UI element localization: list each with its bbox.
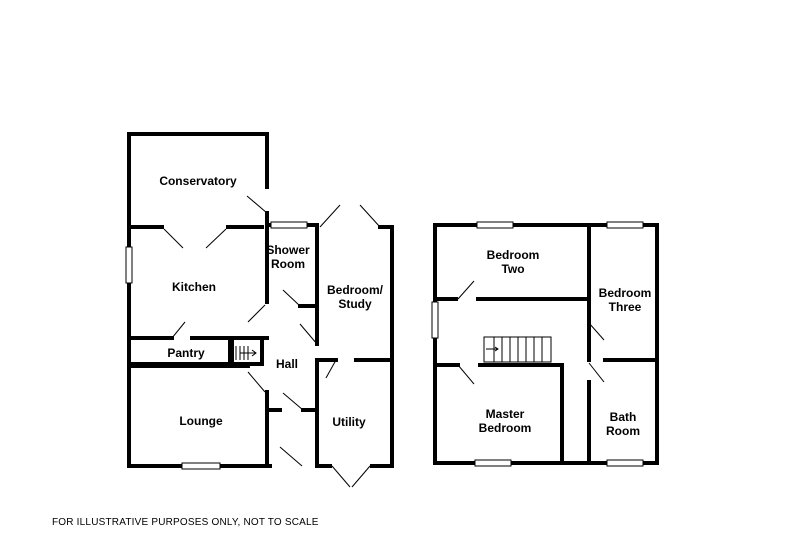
bedroom-two-label-line2: Two (501, 262, 524, 276)
conservatory-door (246, 195, 268, 214)
bedroom-study-right-wall (370, 225, 394, 468)
first-floor-outer-walls (433, 223, 659, 465)
lounge-label: Lounge (179, 414, 223, 428)
first-floor: Bedroom Two Bedroom Three Master Bedroom… (431, 221, 659, 467)
pantry-label: Pantry (167, 346, 205, 360)
master-bedroom-door (457, 364, 475, 385)
bedroom-study-door-top-right (359, 204, 381, 228)
kitchen-window (125, 246, 133, 284)
shower-room-label-line2: Room (271, 257, 305, 271)
utility-back-door-right (351, 465, 371, 488)
hall-door-b (282, 392, 304, 411)
master-bedroom-label-line1: Master (486, 407, 525, 421)
hall-door-a (247, 304, 266, 323)
bedroom-study-label-line2: Study (338, 297, 372, 311)
landing-stairs-icon (483, 336, 552, 363)
lounge-door (247, 371, 266, 393)
bath-room-label-line1: Bath (610, 410, 637, 424)
front-door (279, 446, 303, 467)
disclaimer-text: FOR ILLUSTRATIVE PURPOSES ONLY, NOT TO S… (52, 517, 319, 528)
shower-room-window (270, 221, 308, 229)
kitchen-door-right (205, 228, 227, 249)
bedroom-two-label-line1: Bedroom (487, 248, 540, 262)
conservatory-label: Conservatory (159, 174, 237, 188)
utility-back-door-left (331, 465, 351, 488)
utility-left-wall (315, 358, 332, 468)
kitchen-hall-door (171, 321, 186, 339)
utility-door (325, 359, 337, 379)
bath-room-label-line2: Room (606, 424, 640, 438)
hall-label: Hall (276, 357, 298, 371)
bedroom-three-label-line1: Bedroom (599, 286, 652, 300)
bedroom-two-window (476, 221, 514, 229)
kitchen-label: Kitchen (172, 280, 216, 294)
bedroom-two-door (457, 280, 475, 300)
bedroom-three-window (606, 221, 644, 229)
lounge-window (181, 462, 221, 470)
bedroom-study-door (299, 323, 318, 345)
stairs-icon (235, 346, 257, 360)
bath-room-door (588, 362, 605, 383)
bedroom-study-door-top-left (319, 204, 341, 228)
master-bedroom-label-line2: Bedroom (479, 421, 532, 435)
landing-window (431, 301, 439, 339)
shower-room-label-line1: Shower (266, 243, 310, 257)
bath-room-window (606, 459, 644, 467)
shower-room-door (282, 289, 301, 307)
bedroom-study-label-line1: Bedroom/ (327, 283, 384, 297)
bedroom-three-door (588, 322, 605, 341)
conservatory-walls (127, 132, 269, 468)
ground-floor: Conservatory Kitchen Shower Room Bedroom… (125, 132, 394, 488)
bedroom-three-label-line2: Three (609, 300, 642, 314)
kitchen-door-left (163, 228, 184, 249)
master-bedroom-top-wall (478, 363, 564, 465)
utility-label: Utility (332, 415, 366, 429)
master-bedroom-window (474, 459, 512, 467)
